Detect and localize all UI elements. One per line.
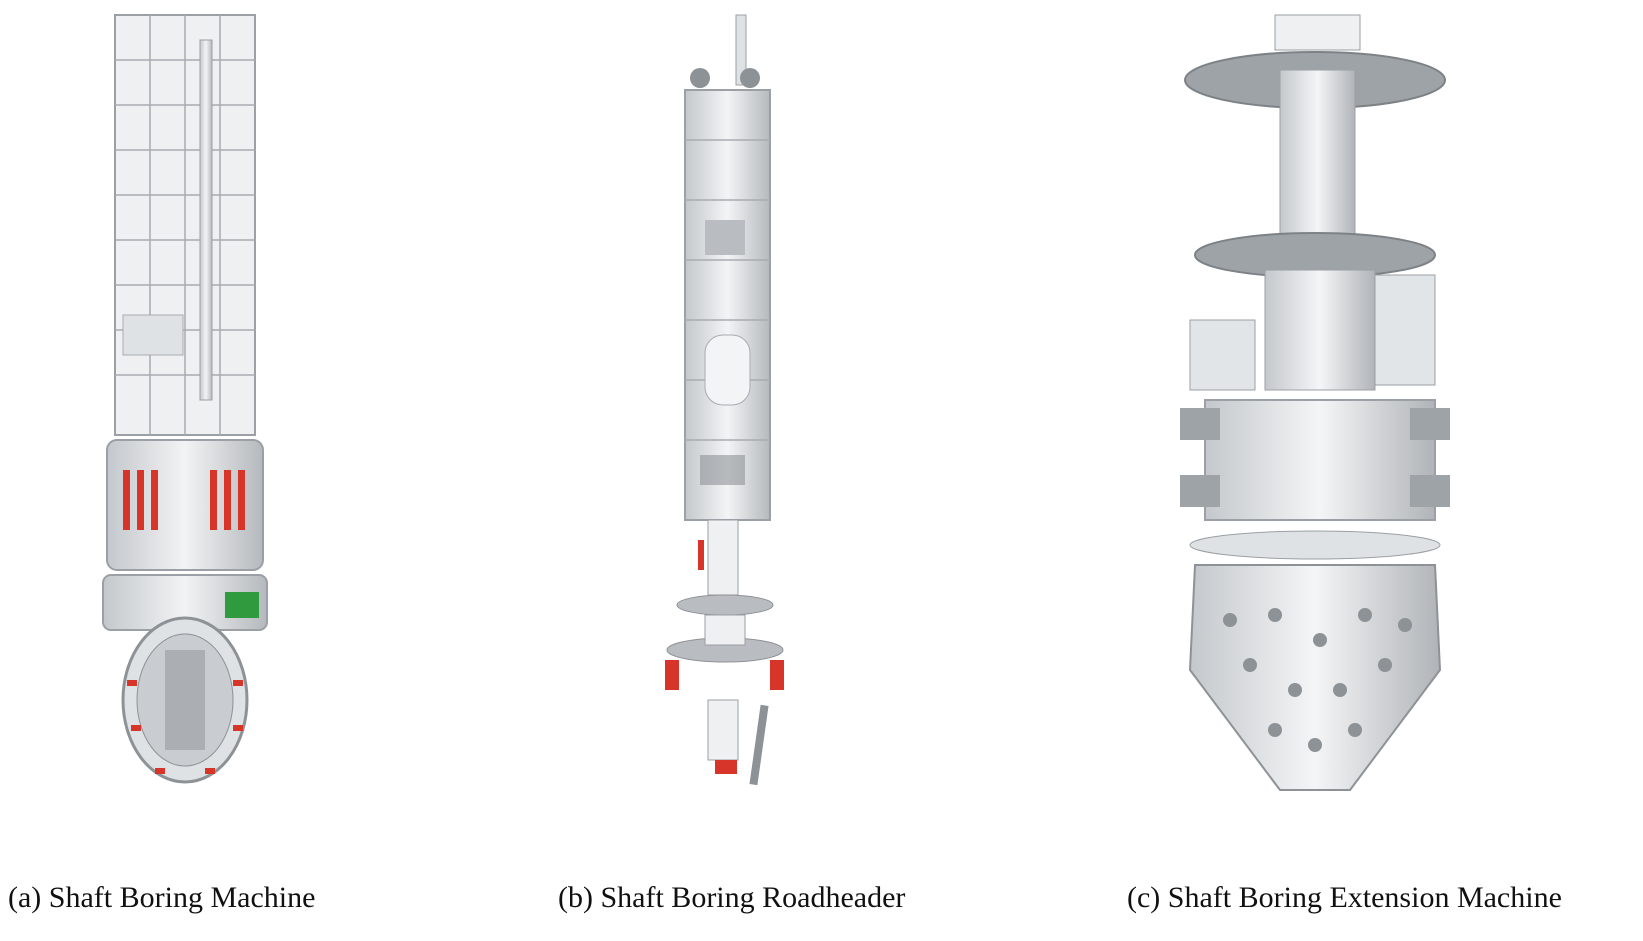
caption-a: (a) Shaft Boring Machine: [8, 881, 316, 914]
shaft-boring-machine-illustration: [102, 14, 268, 784]
panel-c: [1180, 0, 1450, 820]
panel-b: [660, 0, 790, 820]
shaft-boring-roadheader-illustration: [665, 14, 784, 786]
caption-c: (c) Shaft Boring Extension Machine: [1127, 881, 1562, 914]
shaft-boring-extension-machine-illustration: [1180, 14, 1450, 791]
caption-b: (b) Shaft Boring Roadheader: [558, 881, 906, 914]
panel-a: [95, 0, 275, 820]
